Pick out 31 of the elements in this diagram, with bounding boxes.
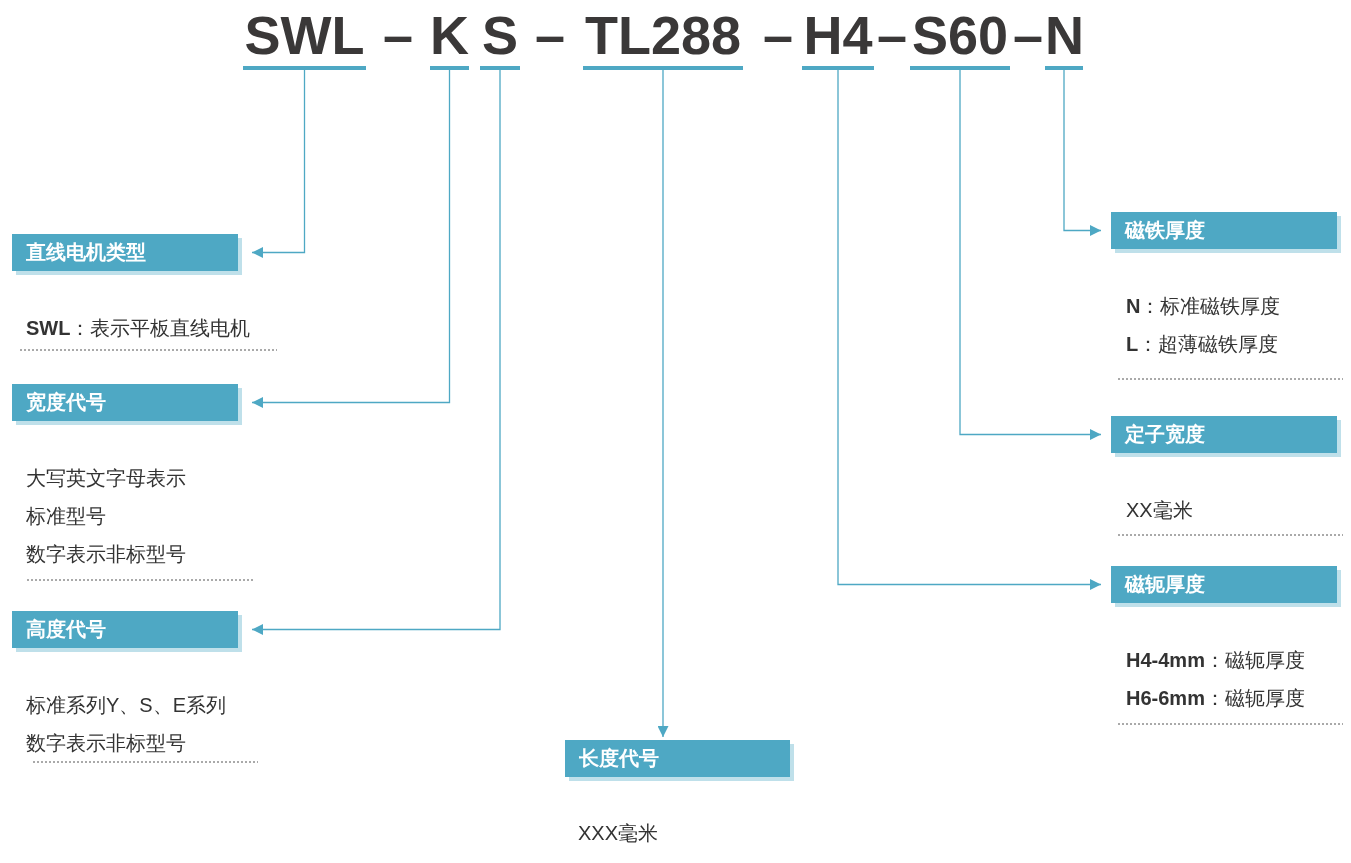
connector-arrow [251, 69, 501, 635]
code-segment: S60 [910, 4, 1010, 70]
description-text: 数字表示非标型号 [26, 731, 186, 756]
separator-dash: – [763, 4, 793, 66]
description-text: L：超薄磁铁厚度 [1126, 332, 1279, 357]
description-text: 数字表示非标型号 [26, 542, 186, 567]
connector-arrow [251, 69, 306, 258]
connector-arrow [251, 69, 451, 408]
description-text: H6-6mm：磁轭厚度 [1126, 686, 1305, 711]
code-segment: K [430, 4, 469, 70]
code-segment: N [1045, 4, 1083, 70]
description-text: 标准型号 [26, 504, 106, 529]
description-text: XX毫米 [1126, 498, 1193, 523]
separator-dash: – [1013, 4, 1043, 66]
description-text: N：标准磁铁厚度 [1126, 294, 1281, 319]
description-text: SWL：表示平板直线电机 [26, 316, 251, 341]
connector-arrow [657, 69, 669, 738]
separator-dash: – [877, 4, 907, 66]
connector-arrow [837, 69, 1102, 590]
separator-dash: – [383, 4, 413, 66]
description-text: XXX毫米 [578, 821, 659, 846]
code-segment: SWL [243, 4, 366, 70]
code-segment: TL288 [583, 4, 743, 70]
code-segment: S [480, 4, 520, 70]
description-text: 大写英文字母表示 [26, 466, 186, 491]
connector-arrow [959, 69, 1102, 440]
connector-arrow [1063, 69, 1102, 236]
separator-dash: – [535, 4, 565, 66]
code-segment: H4 [802, 4, 874, 70]
description-text: H4-4mm：磁轭厚度 [1126, 648, 1305, 673]
description-text: 标准系列Y、S、E系列 [26, 693, 227, 718]
